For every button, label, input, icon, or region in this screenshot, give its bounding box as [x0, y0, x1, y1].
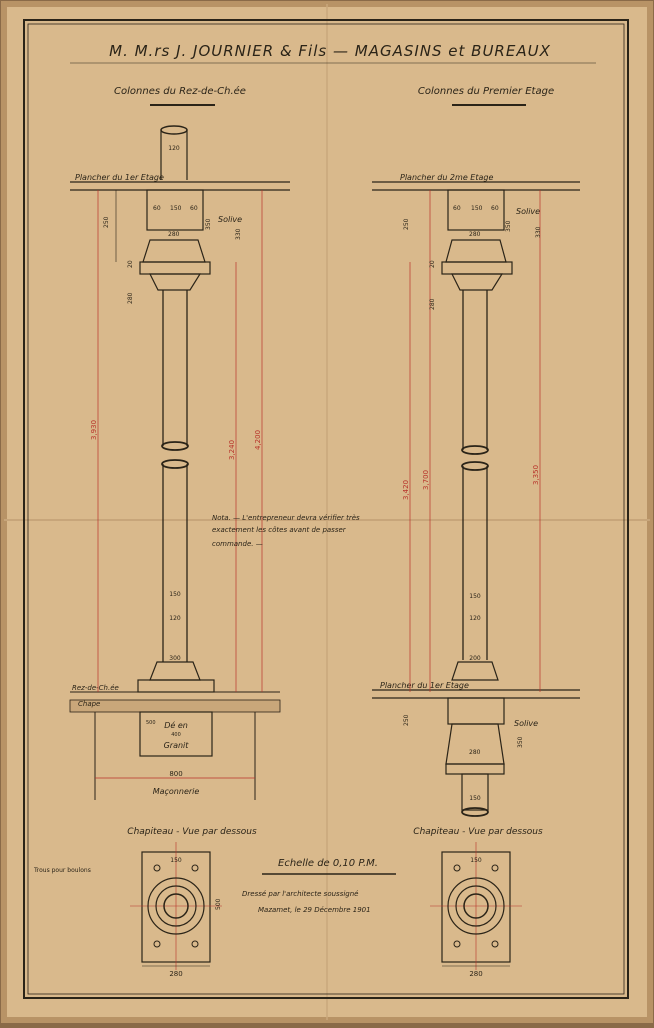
granite-block — [139, 711, 213, 757]
svg-text:350: 350 — [205, 218, 212, 230]
right-capital-plan: 150 280 — [430, 842, 522, 978]
svg-text:3,930: 3,930 — [90, 420, 98, 440]
right-floor-label: Plancher du 2me Etage — [400, 173, 493, 182]
svg-text:250: 250 — [403, 714, 410, 726]
inner-border — [27, 23, 625, 995]
svg-text:60: 60 — [190, 205, 198, 212]
svg-text:4,200: 4,200 — [254, 430, 262, 450]
left-capital-view-label: Chapiteau - Vue par dessous — [127, 827, 257, 837]
svg-text:150: 150 — [169, 591, 181, 598]
right-column-drawing: Plancher du 2me Etage 60 150 60 280 Soli… — [372, 173, 580, 817]
left-joist-label: Solive — [218, 215, 242, 224]
left-base-floor-label: Rez-de-Ch.ée — [72, 684, 119, 692]
right-capital-view-label: Chapiteau - Vue par dessous — [413, 827, 543, 837]
svg-text:150: 150 — [170, 857, 182, 864]
svg-text:3,350: 3,350 — [532, 465, 540, 485]
scale-label: Echelle de 0,10 P.M. — [278, 858, 378, 869]
svg-text:Granit: Granit — [164, 741, 190, 750]
svg-text:150: 150 — [469, 795, 481, 802]
svg-text:250: 250 — [403, 218, 410, 230]
svg-text:60: 60 — [453, 205, 461, 212]
svg-text:200: 200 — [469, 655, 481, 662]
place-date-label: Mazamet, le 29 Décembre 1901 — [258, 906, 371, 914]
svg-text:350: 350 — [505, 220, 512, 232]
svg-text:3,240: 3,240 — [228, 440, 236, 460]
svg-text:500: 500 — [146, 720, 156, 726]
svg-text:250: 250 — [103, 216, 110, 228]
left-dim-top: 120 — [168, 145, 180, 152]
sheet-title: M. M.rs J. JOURNIER & Fils — MAGASINS et… — [109, 42, 551, 60]
svg-text:20: 20 — [429, 260, 436, 268]
left-floor-label: Plancher du 1er Etage — [75, 173, 164, 182]
svg-text:400: 400 — [171, 732, 181, 738]
note-line-2: exactement les côtes avant de passer — [212, 526, 347, 534]
svg-text:280: 280 — [469, 231, 481, 238]
right-lower-floor-label: Plancher du 1er Etage — [380, 681, 469, 690]
svg-text:330: 330 — [535, 226, 542, 238]
svg-text:150: 150 — [170, 205, 182, 212]
svg-text:20: 20 — [127, 260, 134, 268]
svg-text:350: 350 — [517, 736, 524, 748]
svg-text:500: 500 — [215, 898, 222, 910]
svg-text:150: 150 — [470, 857, 482, 864]
svg-text:330: 330 — [235, 228, 242, 240]
left-column-heading: Colonnes du Rez-de-Ch.ée — [114, 85, 246, 97]
signed-by-label: Dressé par l'architecte soussigné — [242, 890, 359, 898]
right-joist-label: Solive — [516, 207, 540, 216]
svg-text:800: 800 — [169, 770, 182, 778]
svg-text:3,420: 3,420 — [402, 480, 410, 500]
svg-text:60: 60 — [153, 205, 161, 212]
left-capital-plan: 150 500 280 — [130, 842, 222, 978]
right-lower-joist-label: Solive — [514, 719, 538, 728]
svg-text:3,700: 3,700 — [422, 470, 430, 490]
left-column-drawing: 120 Plancher du 1er Etage 60 150 60 280 … — [69, 125, 290, 800]
svg-text:280: 280 — [127, 292, 134, 304]
svg-text:300: 300 — [169, 655, 181, 662]
svg-text:150: 150 — [471, 205, 483, 212]
left-screed-band — [69, 699, 281, 713]
outer-border — [23, 19, 629, 999]
masonry-label: Maçonnerie — [153, 787, 200, 796]
svg-text:280: 280 — [469, 970, 482, 978]
note-line-3: commande. — — [212, 540, 263, 548]
note-line-1: Nota. — L'entrepreneur devra vérifier tr… — [212, 514, 360, 522]
svg-text:Dé en: Dé en — [164, 720, 188, 730]
svg-text:60: 60 — [491, 205, 499, 212]
svg-text:120: 120 — [469, 615, 481, 622]
svg-text:280: 280 — [429, 298, 436, 310]
left-screed-label: Chape — [78, 700, 100, 708]
svg-text:120: 120 — [169, 615, 181, 622]
bolt-holes-label: Trous pour boulons — [33, 867, 91, 874]
svg-text:280: 280 — [469, 749, 481, 756]
svg-text:280: 280 — [168, 231, 180, 238]
svg-text:280: 280 — [169, 970, 182, 978]
svg-text:150: 150 — [469, 593, 481, 600]
right-column-heading: Colonnes du Premier Etage — [418, 86, 554, 97]
